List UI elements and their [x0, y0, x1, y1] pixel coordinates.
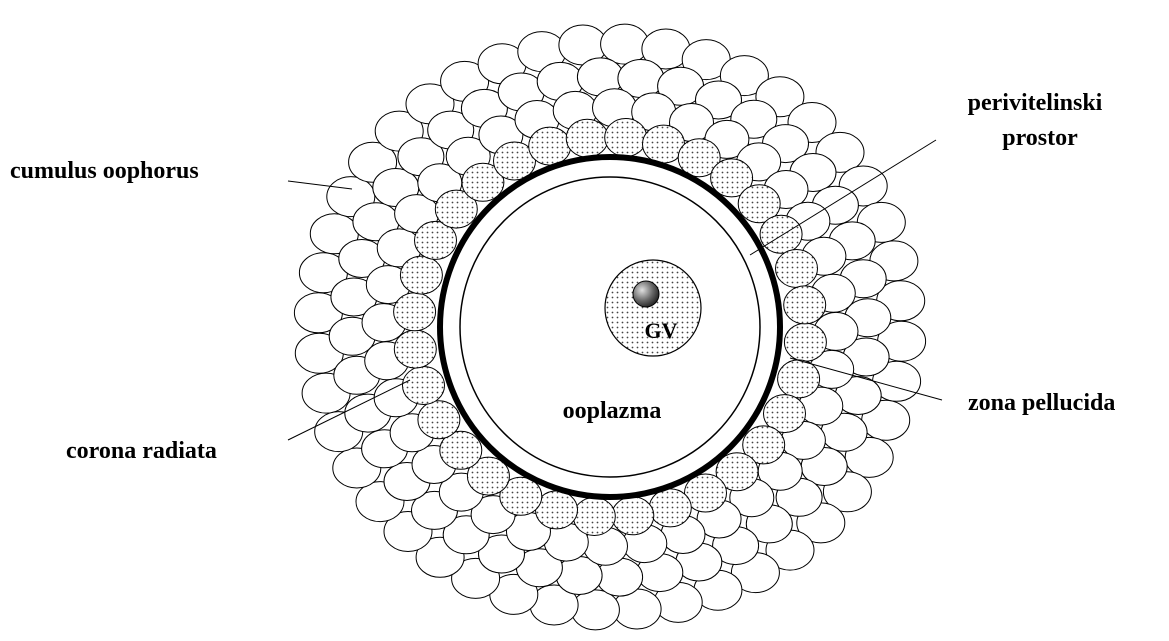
perivitelline-label-line2: prostor [1002, 125, 1078, 151]
perivitelline-label-line1: perivitelinski [968, 90, 1103, 116]
corona-cell [418, 401, 460, 439]
corona-cell [776, 250, 818, 288]
gv-label: GV [645, 318, 678, 343]
corona-cell [612, 497, 654, 535]
corona-cell [529, 127, 571, 165]
corona-cell [400, 256, 442, 294]
cumulus-cell [601, 24, 649, 64]
corona-cell [394, 293, 436, 331]
corona-cell [784, 286, 826, 324]
corona-cell [566, 119, 608, 157]
corona-cell [760, 215, 802, 253]
ooplasm-label: ooplazma [563, 398, 662, 424]
zona-label: zona pellucida [968, 390, 1115, 416]
corona-cell [394, 330, 436, 368]
corona-cell [778, 360, 820, 398]
corona-cell [605, 119, 647, 157]
cumulus-cell [571, 590, 619, 630]
corona-cell [784, 323, 826, 361]
corona-cell [649, 489, 691, 527]
cumulus-label: cumulus oophorus [10, 158, 199, 184]
corona-cell [573, 498, 615, 536]
nucleolus [633, 281, 659, 307]
corona-cell [403, 367, 445, 405]
corona-label: corona radiata [66, 438, 217, 464]
